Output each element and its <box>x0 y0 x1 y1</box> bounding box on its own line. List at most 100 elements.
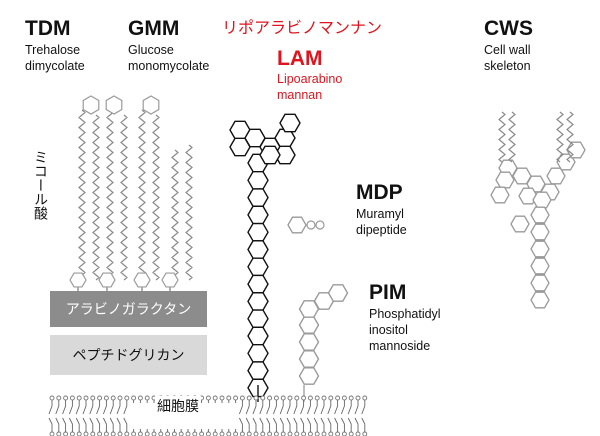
lipid-head <box>260 431 266 436</box>
lipid-tail <box>354 400 359 415</box>
cws-hexagon <box>490 186 510 204</box>
lam-hexagon <box>247 343 269 363</box>
lipid-tail <box>109 400 114 415</box>
lipid-head <box>69 395 75 401</box>
peptidoglycan-layer: ペプチドグリカン <box>50 335 207 375</box>
lipid-head <box>171 431 177 436</box>
cws-hexagon <box>530 257 550 275</box>
lipid-tail <box>340 417 345 432</box>
cws-hexagon <box>530 291 550 309</box>
gmm-abbr: GMM <box>128 17 180 40</box>
lipid-head <box>49 431 55 436</box>
membrane-label: 細胞膜 <box>155 396 201 416</box>
pim-line2: inositol <box>369 323 408 337</box>
sugar-hexagon <box>161 272 179 288</box>
lam-hexagon <box>247 292 269 311</box>
lipid-head <box>321 431 327 436</box>
lipid-tail <box>89 417 94 432</box>
arabinogalactan-layer: アラビノガラクタン <box>50 291 207 327</box>
tdm-line2: dimycolate <box>25 59 85 73</box>
lipid-head <box>165 431 171 436</box>
mdp-abbr: MDP <box>356 181 403 204</box>
lipid-tail <box>116 400 121 415</box>
lipid-tail <box>259 417 264 432</box>
lipid-tail <box>245 417 250 432</box>
lipid-head <box>117 395 123 401</box>
lipid-tail <box>361 400 366 415</box>
lipid-tail <box>245 400 250 415</box>
mycolic-acid-chain <box>185 144 193 281</box>
lipid-head <box>267 431 273 436</box>
lipid-head <box>205 431 211 436</box>
lipid-tail <box>96 417 101 432</box>
lipid-tail <box>320 417 325 432</box>
lipid-head <box>253 395 259 401</box>
lipid-tail <box>55 417 60 432</box>
lipid-tail <box>82 400 87 415</box>
lipid-tail <box>123 400 128 415</box>
lipid-tail <box>68 417 73 432</box>
mycolic-acid-chain <box>120 114 128 281</box>
lipid-head <box>314 431 320 436</box>
lipid-head <box>49 395 55 401</box>
lipid-tail <box>109 417 114 432</box>
lipid-head <box>301 431 307 436</box>
lipid-head <box>83 431 89 436</box>
lam-line2: mannan <box>277 88 323 102</box>
lipid-head <box>144 395 150 401</box>
lam-branch-hexagon <box>279 113 301 133</box>
cws-hexagon <box>495 171 515 189</box>
lipid-head <box>287 395 293 401</box>
cws-hexagon <box>530 274 550 292</box>
mycolic-acid-chain <box>171 149 179 281</box>
lam-hexagon <box>247 361 269 380</box>
lipid-head <box>314 395 320 401</box>
lipid-head <box>56 395 62 401</box>
lipid-tail <box>347 417 352 432</box>
mycolic-acid-chain <box>152 114 160 281</box>
tdm-abbr: TDM <box>25 17 71 40</box>
lipid-head <box>294 395 300 401</box>
lipid-tail <box>116 417 121 432</box>
lipid-tail <box>259 400 264 415</box>
lam-branch-hexagon <box>259 145 281 165</box>
mycolic-acid-chain <box>78 109 86 281</box>
lipid-head <box>280 431 286 436</box>
lipid-head <box>103 395 109 401</box>
lipid-head <box>103 431 109 436</box>
lipid-head <box>131 395 137 401</box>
mdp-peptide-circle <box>315 220 325 230</box>
pim-abbr: PIM <box>369 281 407 304</box>
lipid-head <box>212 395 218 401</box>
pim-hexagon <box>298 367 320 385</box>
lipid-tail <box>334 417 339 432</box>
lam-hexagon <box>247 205 269 225</box>
lam-hexagon <box>247 274 269 294</box>
lipid-head <box>307 431 313 436</box>
lipid-tail <box>313 400 318 415</box>
peptidoglycan-label: ペプチドグリカン <box>72 348 185 364</box>
lipid-head <box>219 395 225 401</box>
lipid-head <box>273 395 279 401</box>
lipid-head <box>124 431 130 436</box>
tdm-line1: Trehalose <box>25 43 81 57</box>
lipid-head <box>328 431 334 436</box>
lipid-tail <box>286 400 291 415</box>
lipid-tail <box>300 400 305 415</box>
gmm-line1: Glucose <box>128 43 174 57</box>
lipid-head <box>212 431 218 436</box>
lipid-head <box>348 395 354 401</box>
lipid-head <box>362 395 368 401</box>
sugar-hexagon <box>98 272 116 288</box>
lipid-head <box>76 395 82 401</box>
lipid-head <box>226 395 232 401</box>
lipid-tail <box>272 417 277 432</box>
mycolic-acid-chain <box>92 114 100 281</box>
lipid-tail <box>75 400 80 415</box>
lipid-head <box>205 395 211 401</box>
lipid-tail <box>327 400 332 415</box>
lipid-head <box>362 431 368 436</box>
lam-hexagon <box>247 170 269 190</box>
pim-hexagon <box>298 350 320 368</box>
mdp-line1: Muramyl <box>356 207 404 221</box>
